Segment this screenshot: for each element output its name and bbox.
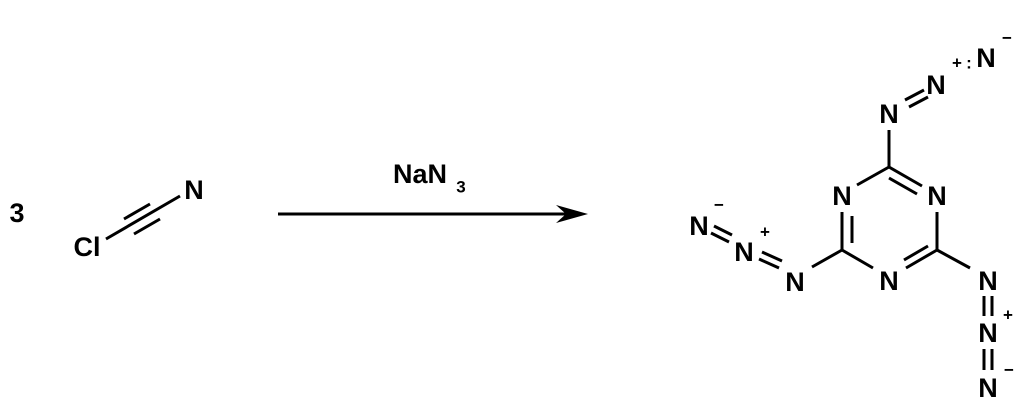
azide-n-minus: N [689,211,709,241]
atom-n: N [184,175,204,205]
azide-n-plus: N [734,237,754,267]
azide-n-minus: N [978,373,998,403]
plus-charge: + [760,223,770,242]
minus-charge: − [1004,361,1014,380]
plus-charge: + [1003,306,1013,325]
triple-bond [105,194,181,241]
lone-pair: : [966,54,972,73]
stoichiometric-coefficient: 3 [9,198,24,228]
minus-charge: − [1002,29,1012,48]
azide-n: N [978,266,998,296]
ring-n: N [927,181,947,211]
plus-charge: + [952,54,962,73]
reagent-label: NaN [393,159,447,189]
minus-charge: − [714,196,724,215]
azide-n-plus: N [926,70,946,100]
atom-cl: Cl [74,232,101,262]
ring-n: N [832,181,852,211]
reaction-arrow [278,205,588,223]
cyanogen-chloride: Cl N [74,175,204,262]
azide-n: N [785,267,805,297]
azide-n: N [879,99,899,129]
cyanuric-triazide: N N N N N + : N − N N + N − N N + N − [689,29,1014,404]
azide-n-minus: N [976,43,996,73]
reagent-subscript: 3 [456,178,465,197]
azide-n-plus: N [978,318,998,348]
ring-n: N [879,266,899,296]
